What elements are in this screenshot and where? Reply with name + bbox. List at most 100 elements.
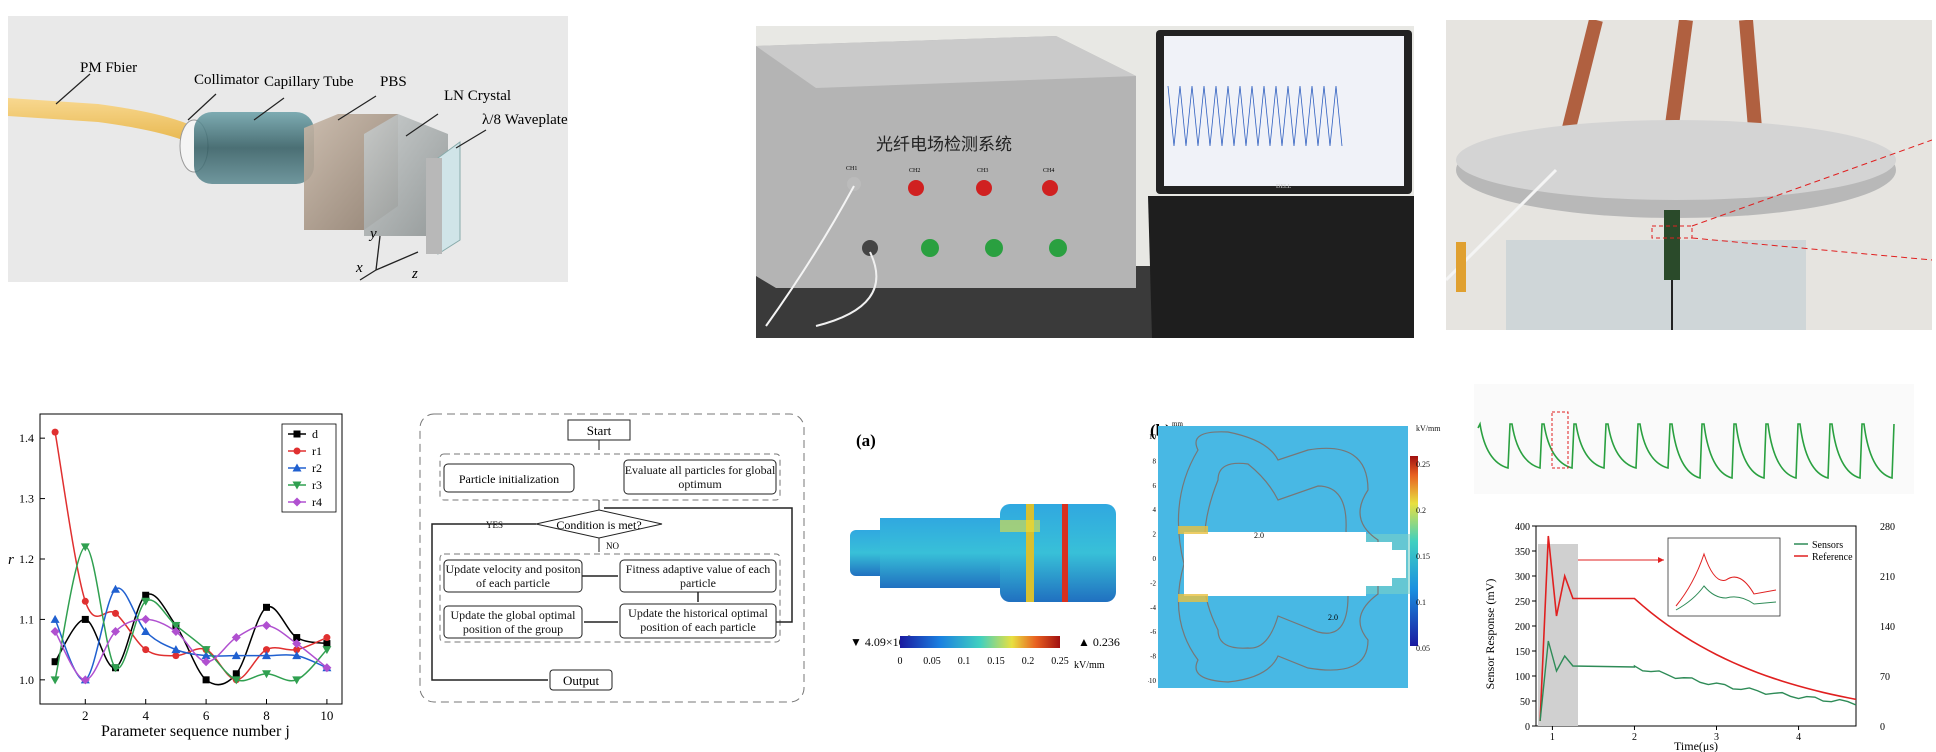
data-point-r3: [292, 676, 302, 685]
data-point-r2: [262, 651, 271, 660]
data-point-d: [323, 640, 331, 648]
y-tick-label: 10: [1149, 433, 1157, 441]
vertical-colorbar: [1410, 456, 1418, 646]
x-tick-label: 3: [1714, 732, 1719, 743]
y-tick-label: 250: [1515, 597, 1530, 608]
label-capillary: Capillary Tube: [264, 74, 354, 90]
y-tick-label: -6: [1150, 628, 1156, 636]
max-value: ▲ 0.236: [1078, 635, 1120, 649]
series-group: [50, 428, 332, 686]
y-tick-label: -4: [1150, 604, 1156, 612]
cbar-unit: kV/mm: [1416, 424, 1441, 433]
update-historical-node: Update the historical optimal position o…: [628, 606, 768, 634]
cbar-tick-label: 0.15: [1416, 552, 1430, 561]
legend-sensors: Sensors: [1812, 540, 1843, 551]
data-point-r2: [50, 614, 60, 623]
data-point-r1: [51, 428, 59, 436]
data-point-r4: [262, 620, 271, 630]
output-node: Output: [563, 673, 600, 688]
legend-marker-r3: [292, 481, 302, 490]
ch4-label: CH4: [1043, 168, 1054, 174]
laptop-screen: [1164, 36, 1404, 186]
x-tick-label: 6: [203, 708, 210, 723]
data-point-r2: [201, 651, 211, 660]
fiber-cable-2: [815, 251, 878, 327]
data-point-r1: [323, 634, 331, 642]
right-tick-label: 280: [1880, 522, 1895, 533]
y-tick-label: 1.0: [19, 673, 34, 687]
right-tick-label: 70: [1880, 672, 1890, 683]
laptop-keyboard: [1148, 196, 1414, 338]
data-point-d: [142, 591, 150, 599]
ch3-label: CH3: [977, 168, 988, 174]
data-point-r4: [322, 663, 332, 673]
y-tick-label: 50: [1520, 697, 1530, 708]
data-point-r1: [293, 646, 301, 654]
fitness-node: Fitness adaptive value of each particle: [625, 562, 771, 590]
x-axis-label: Parameter sequence number j: [101, 723, 290, 740]
detection-system-photo: 光纤电场检测系统 CH1 CH2 CH3 CH4 DELL: [756, 26, 1414, 338]
legend-label-r3: r3: [312, 478, 322, 492]
data-point-r4: [111, 627, 120, 636]
right-tick-label: 0: [1880, 722, 1885, 733]
data-point-r2: [111, 584, 120, 593]
legend-marker-r4: [292, 497, 302, 507]
data-point-r1: [81, 597, 89, 605]
legend-marker-d: [293, 430, 301, 438]
y-tick-label: 1.3: [19, 492, 34, 506]
data-point-d: [263, 603, 270, 611]
series-line-r4: [54, 618, 328, 681]
contour-label-2: 2.0: [1328, 613, 1338, 622]
series-line-r2: [54, 587, 328, 681]
data-point-r4: [50, 627, 60, 636]
update-global-node: Update the global optimal position of th…: [450, 608, 576, 636]
y-tick-label: 0: [1525, 722, 1530, 733]
init-node: Particle initialization: [459, 472, 559, 486]
update-velocity-node: Update velocity and positon of each part…: [445, 562, 581, 590]
x-tick-label: 1: [1550, 732, 1555, 743]
instrument-box: [756, 36, 1136, 288]
data-point-r3: [262, 670, 271, 679]
data-point-r3: [111, 664, 120, 673]
capillary-shape: [194, 112, 314, 184]
pso-flowchart-panel: Start Particle initialization Evaluate a…: [416, 410, 808, 706]
leader-lines: [55, 73, 487, 149]
cbar-tick-label: 0.1: [1416, 598, 1426, 607]
colorbar-tick-label: 0: [898, 656, 903, 667]
evaluate-node: Evaluate all particles for global optimu…: [624, 463, 776, 491]
y-tick-label: 300: [1515, 572, 1530, 583]
box-title: 光纤电场检测系统: [876, 135, 1012, 154]
y-tick-label: 1.4: [19, 431, 34, 445]
colorbar-tick-label: 0.05: [923, 656, 941, 667]
panel-label-a: (a): [856, 431, 876, 450]
outer-border: [419, 413, 805, 703]
colorbar-tick-label: 0.15: [987, 656, 1005, 667]
data-point-r4: [80, 675, 90, 685]
data-point-r2: [141, 627, 151, 635]
y-tick-label: -2: [1150, 579, 1156, 587]
laptop-brand: DELL: [1276, 184, 1292, 190]
label-collimator: Collimator: [194, 72, 259, 88]
right-tick-label: 140: [1880, 622, 1895, 633]
contour-label-1: 2.0: [1254, 531, 1264, 540]
data-point-r3: [231, 676, 241, 685]
data-point-r1: [142, 646, 150, 654]
x-tick-label: 4: [142, 708, 149, 723]
legend-marker-r1: [293, 447, 301, 455]
cbar-tick-label: 0.25: [1416, 460, 1430, 469]
waveplate-frame: [426, 158, 442, 254]
data-point-r4: [141, 614, 151, 624]
y-axis-label: r: [8, 552, 14, 568]
data-point-r1: [112, 609, 119, 617]
ch2-label: CH2: [909, 168, 920, 174]
x-tick-label: 8: [263, 708, 270, 723]
y-tick-label: 150: [1515, 647, 1530, 658]
response-x-label: Time(μs): [1674, 739, 1718, 752]
system-illustration: 光纤电场检测系统 CH1 CH2 CH3 CH4 DELL: [756, 26, 1414, 338]
y-tick-label: 350: [1515, 547, 1530, 558]
